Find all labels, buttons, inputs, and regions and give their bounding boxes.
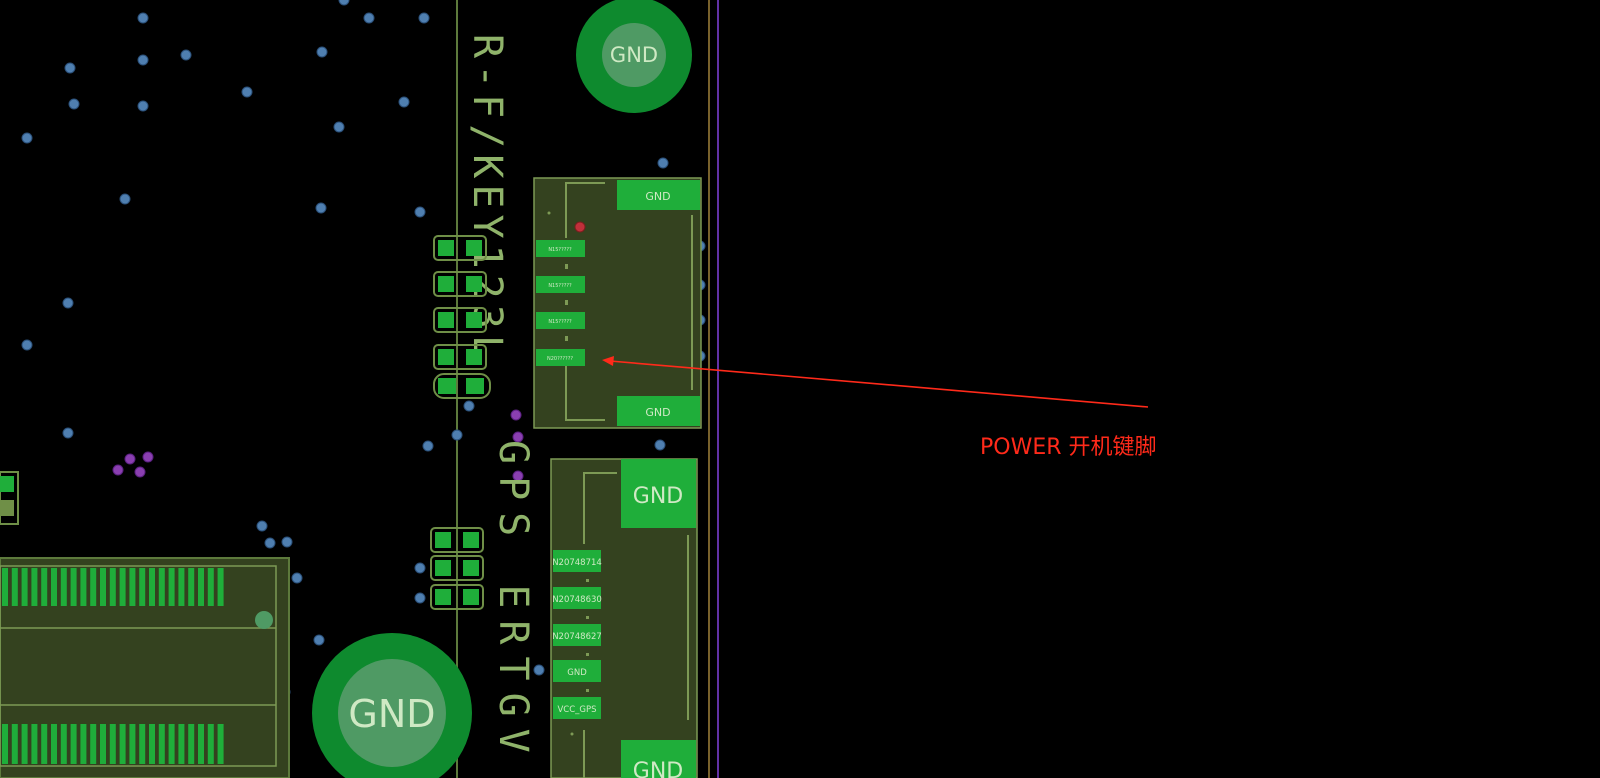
fpc-pin: [70, 568, 77, 606]
connector-lower-pin-label: VCC_GPS: [557, 705, 596, 715]
passive-components-upper: [433, 235, 491, 399]
fpc-pin: [149, 724, 155, 764]
fpc-pin: [51, 724, 57, 764]
fpc-pin: [198, 724, 204, 764]
fpc-pin: [2, 724, 8, 764]
passive-components-lower: [430, 527, 484, 610]
fpc-pin: [21, 568, 28, 606]
fpc-pin: [51, 568, 57, 606]
fpc-pin: [90, 724, 97, 764]
fpc-pin: [60, 568, 67, 606]
connector-upper-pin: N15?????: [536, 312, 585, 329]
fpc-pin: [198, 568, 204, 606]
connector-lower-gnd-bottom: [621, 740, 696, 778]
connector-upper-pin-label: N15?????: [548, 319, 572, 325]
gnd-mounting-pad-top: GND: [576, 0, 692, 113]
connector-lower-pin: VCC_GPS: [553, 697, 601, 719]
connector-upper: GND GND N15????? N15????? N15????? N20?????…: [533, 177, 702, 429]
fpc-pin: [207, 568, 214, 606]
fpc-pin: [60, 724, 67, 764]
fpc-pin: [119, 724, 126, 764]
connector-upper-pin-label: N15?????: [548, 247, 572, 253]
via-group-purple: [112, 409, 524, 482]
fpc-pin: [207, 724, 214, 764]
fpc-pin: [158, 568, 165, 606]
connector-lower-pin: N20748630: [552, 587, 602, 609]
connector-lower-pin-label: N20748714: [552, 558, 602, 568]
fpc-pin: [217, 724, 224, 764]
annotation-arrow: [602, 356, 1149, 408]
fpc-pin: [139, 724, 146, 764]
gnd-mounting-pad-bottom: GND: [312, 633, 472, 778]
fpc-pin: [129, 568, 136, 606]
fpc-connector-bottom-left: [0, 557, 290, 778]
fpc-pin: [31, 724, 38, 764]
fpc-pin: [80, 724, 87, 764]
fpc-pin: [139, 568, 146, 606]
connector-upper-pin-label: N15?????: [548, 283, 572, 289]
connector-upper-pin-label: N20??????: [547, 356, 573, 362]
fpc-pin: [119, 568, 126, 606]
connector-lower-pin: N20748627: [552, 624, 602, 646]
fpc-pin: [41, 724, 48, 764]
fpc-pin: [100, 568, 106, 606]
fpc-pin: [168, 568, 175, 606]
fpc-pin: [178, 568, 185, 606]
fpc-pin: [129, 724, 136, 764]
gnd-pad-top-label: GND: [610, 43, 658, 67]
connector-upper-pin: N20??????: [536, 349, 585, 366]
gnd-pad-bottom-label: GND: [348, 692, 435, 736]
fpc-pin: [168, 724, 175, 764]
connector-upper-pin: N15?????: [536, 276, 585, 293]
fpc-pin: [109, 724, 116, 764]
fpc-pin: [41, 568, 48, 606]
fpc-pin: [149, 568, 155, 606]
connector-upper-pin: N15?????: [536, 240, 585, 257]
fpc-pin: [158, 724, 165, 764]
annotation-label: POWER 开机键脚: [980, 435, 1157, 460]
connector-lower-pin: GND: [553, 660, 601, 682]
fpc-pin: [21, 724, 28, 764]
fpc-pin: [90, 568, 97, 606]
connector-lower-gnd-top-label: GND: [633, 484, 683, 509]
fpc-pin: [100, 724, 106, 764]
silkscreen-label-gps: GPS ERTGV: [490, 440, 536, 765]
connector-lower-pin-label: GND: [567, 668, 587, 678]
connector-lower-pin-label: N20748630: [552, 595, 602, 605]
edge-component-left: [0, 471, 19, 525]
fpc-pin: [31, 568, 38, 606]
connector-lower: GND GND N20748714N20748630N20748627GNDVC…: [550, 458, 698, 778]
fpc-pin: [80, 568, 87, 606]
fpc-pin: [217, 568, 224, 606]
fpc-pin: [188, 724, 195, 764]
connector-upper-gnd-top-label: GND: [645, 190, 670, 203]
connector-lower-pin-label: N20748627: [552, 632, 602, 642]
fpc-pin: [11, 724, 18, 764]
fpc-pin: [2, 568, 8, 606]
fpc-pin: [109, 568, 116, 606]
connector-upper-gnd-bottom: [617, 396, 700, 426]
fpc-pin: [70, 724, 77, 764]
connector-lower-gnd-top: [621, 459, 696, 528]
connector-upper-gnd-top: [617, 180, 700, 210]
fpc-pin: [188, 568, 195, 606]
connector-upper-gnd-bottom-label: GND: [645, 406, 670, 419]
fpc-pin: [11, 568, 18, 606]
silkscreen-label-rfkey: R-F/KEY123L: [464, 34, 510, 365]
connector-lower-gnd-bottom-label: GND: [633, 759, 683, 778]
connector-lower-pin: N20748714: [552, 550, 602, 572]
fpc-pin: [178, 724, 185, 764]
